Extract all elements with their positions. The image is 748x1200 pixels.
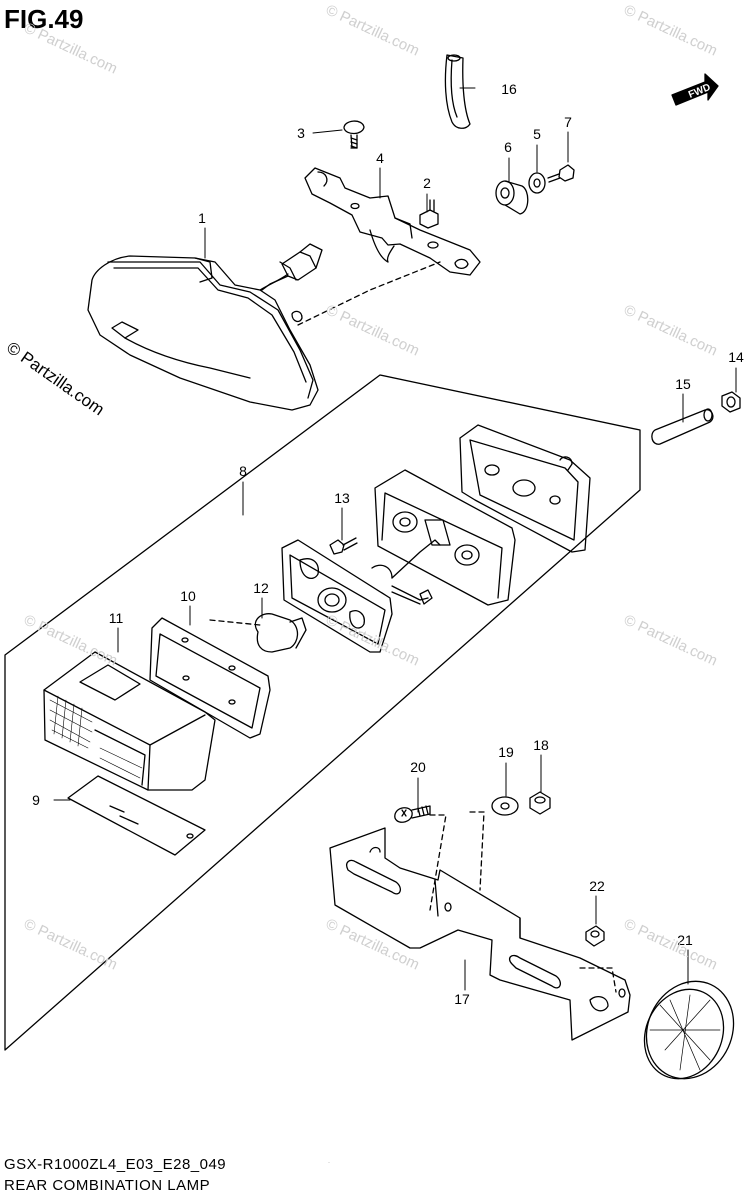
part-18-nut: [529, 791, 551, 815]
callout-21: 21: [677, 932, 693, 948]
callout-5: 5: [533, 126, 541, 142]
part-3-screw: [343, 120, 365, 149]
figure-title: FIG.49: [4, 4, 84, 34]
part-2-bolt: [419, 199, 439, 229]
callout-12: 12: [253, 580, 269, 596]
assembly-leader-lines: [209, 261, 617, 993]
part-8-assembly-outline: [4, 374, 641, 1051]
callout-19: 19: [498, 744, 514, 760]
callout-2: 2: [423, 175, 431, 191]
callout-9: 9: [32, 792, 40, 808]
callout-13: 13: [334, 490, 350, 506]
lamp-gasket-plate: [459, 424, 591, 553]
callout-4: 4: [376, 150, 384, 166]
figure-code: GSX-R1000ZL4_E03_E28_049: [4, 1156, 227, 1173]
callout-20: 20: [410, 759, 426, 775]
callout-15: 15: [675, 376, 691, 392]
part-22-nut: [585, 925, 605, 947]
fwd-arrow-icon: [671, 73, 719, 106]
callout-11: 11: [109, 610, 124, 626]
part-4-bracket: [304, 167, 481, 276]
part-21-reflector: [643, 980, 735, 1080]
part-5-washer: [528, 172, 546, 194]
part-16-strap: [444, 54, 471, 129]
copyright-note: ·: [328, 1160, 330, 1166]
part-17-license-bracket: [329, 827, 631, 1041]
callout-22: 22: [589, 878, 605, 894]
callout-14: 14: [728, 349, 744, 365]
part-15-spacer: [651, 408, 714, 445]
part-6-grommet: [495, 180, 529, 215]
part-9-plate: [67, 775, 206, 856]
part-14-nut: [721, 391, 741, 413]
callout-17: 17: [454, 991, 470, 1007]
callout-18: 18: [533, 737, 549, 753]
part-1-tail-lamp: [87, 243, 323, 411]
part-12-bulb: [254, 613, 307, 653]
lamp-housing: [374, 469, 516, 606]
callout-leaders: [53, 87, 737, 991]
callout-10: 10: [180, 588, 196, 604]
callout-1: 1: [198, 210, 206, 226]
part-10-gasket: [149, 617, 271, 739]
part-7-screw: [547, 164, 575, 183]
callout-6: 6: [504, 139, 512, 155]
lamp-socket-plate: [281, 539, 441, 653]
callout-7: 7: [564, 114, 572, 130]
callout-16: 16: [501, 81, 517, 97]
callout-numbers: 1 2 3 4 5 6 7 8 9 10 11 12 13 14 15 16 1…: [32, 81, 744, 1007]
part-19-washer: [491, 796, 519, 816]
part-20-screw: [394, 805, 431, 823]
part-13-screw: [329, 537, 358, 555]
callout-8: 8: [239, 463, 247, 479]
part-11-lens-cover: [43, 651, 216, 791]
callout-3: 3: [297, 125, 305, 141]
figure-name: REAR COMBINATION LAMP: [4, 1177, 211, 1194]
